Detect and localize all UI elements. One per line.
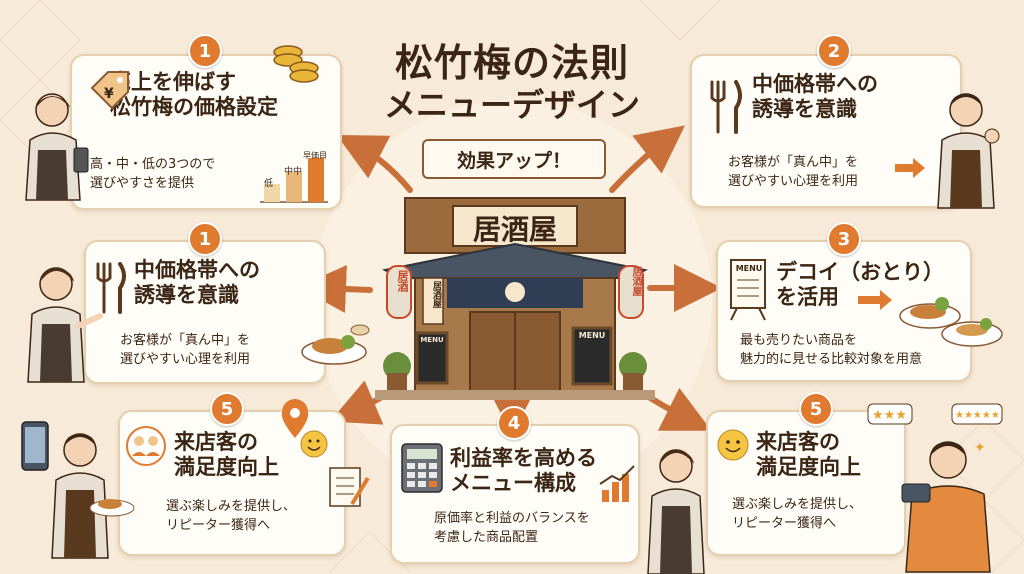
arrow-to-card-1b: [298, 265, 373, 313]
lantern-right-text: 居酒屋: [630, 266, 641, 296]
staff-woman-pointing-illustration: [27, 267, 103, 383]
svg-text:★★★: ★★★: [872, 408, 907, 423]
fork-knife-icon: [96, 262, 126, 314]
card-description: 原価率と利益のバランスを考慮した商品配置: [434, 511, 590, 545]
izakaya-shop-illustration: [375, 197, 655, 400]
svg-text:¥: ¥: [104, 86, 114, 102]
card-title: 売上を伸ばす松竹梅の価格設定: [110, 70, 278, 119]
card-number-badge: 1: [188, 222, 222, 256]
effect-ribbon: 効果アップ！: [422, 139, 606, 179]
card-number-badge: 5: [799, 392, 833, 426]
card-satisfaction-left: 来店客の満足度向上 選ぶ楽しみを提供し、リピーター獲得へ: [118, 410, 346, 556]
calculator-icon: [401, 443, 443, 493]
card-number-badge: 2: [817, 34, 851, 68]
card-number-badge: 5: [210, 392, 244, 426]
rising-chart-icon: [599, 465, 635, 502]
smiley-icon: [300, 430, 328, 458]
page-subtitle: メニューデザイン: [383, 86, 640, 124]
star-rating-bubbles-icon: ★★★ ★★★★★ ✦: [867, 403, 1003, 456]
card-title: 来店客の満足度向上: [756, 430, 861, 479]
coins-icon: [273, 45, 319, 83]
menu-stand-icon: [730, 259, 766, 321]
card-mid-price-guidance-left: 中価格帯への誘導を意識 お客様が「真ん中」を選びやすい心理を利用: [84, 240, 326, 384]
right-arrow-icon: [858, 290, 892, 310]
card-description: お客様が「真ん中」を選びやすい心理を利用: [728, 155, 859, 189]
card-title: 中価格帯への誘導を意識: [752, 72, 878, 121]
card-description: 高・中・低の3つので選びやすさを提供: [90, 157, 216, 191]
page-title: 松竹梅の法則: [394, 41, 629, 85]
price-bar-chart-icon: [260, 158, 328, 203]
card-title: 中価格帯への誘導を意識: [134, 258, 260, 307]
shop-board-text: 居酒屋: [431, 281, 441, 308]
food-plate-icon: [301, 324, 370, 365]
arrow-to-card-1: [336, 134, 413, 193]
right-arrow-icon: [895, 158, 925, 178]
customer-photo-illustration: [901, 441, 991, 573]
smiley-icon: [717, 429, 749, 461]
card-title: 来店客の満足度向上: [174, 430, 279, 479]
chart-label-high: 早価目: [303, 151, 327, 160]
chart-label-mid: 中中: [284, 167, 303, 177]
svg-text:✦: ✦: [974, 440, 986, 456]
location-pin-icon: [281, 399, 309, 438]
customers-icon: [126, 426, 166, 466]
card-description: お客様が「真ん中」を選びやすい心理を利用: [120, 333, 251, 367]
staff-man-serving-illustration: [51, 433, 135, 559]
lantern-left-text: 居酒: [396, 270, 409, 292]
card-number-badge: 1: [188, 34, 222, 68]
price-tag-icon: ¥: [90, 71, 129, 110]
arrow-to-card-2: [609, 125, 686, 193]
shop-sign-text: 居酒屋: [472, 213, 557, 246]
card-description: 選ぶ楽しみを提供し、リピーター獲得へ: [166, 499, 297, 533]
chart-label-low: 低: [264, 179, 274, 189]
card-description: 選ぶ楽しみを提供し、リピーター獲得へ: [732, 497, 863, 531]
card-number-badge: 4: [497, 406, 531, 440]
staff-man-cheering-illustration: [937, 93, 1000, 209]
card-number-badge: 3: [827, 222, 861, 256]
staff-woman-presenting-illustration: [647, 449, 705, 574]
svg-text:★★★★★: ★★★★★: [955, 410, 1000, 421]
staff-woman-phone-illustration: [25, 93, 89, 201]
card-title: デコイ（おとり）を活用: [776, 260, 944, 309]
card-title: 利益率を高めるメニュー構成: [450, 446, 597, 495]
menu-stand-label: MENU: [735, 264, 763, 273]
menu-board-small-text: MENU: [420, 336, 444, 344]
smartphone-icon: [21, 421, 49, 471]
card-description: 最も売りたい商品を魅力的に見せる比較対象を用意: [740, 333, 923, 367]
notepad-pencil-icon: [329, 467, 370, 507]
food-plates-icon: [899, 297, 1003, 347]
fork-knife-icon: [710, 80, 742, 134]
menu-board-text: MENU: [578, 331, 606, 340]
